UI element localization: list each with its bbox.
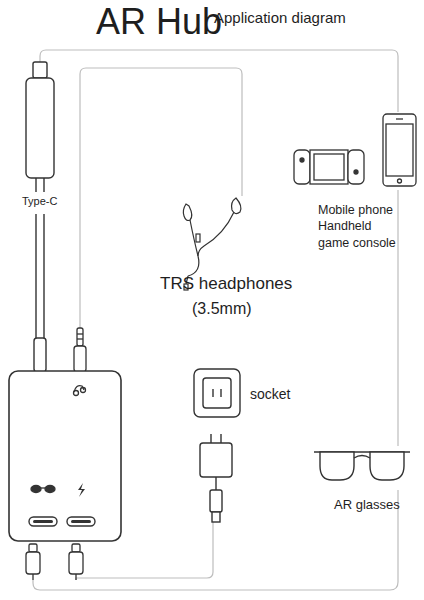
subtitle: Application diagram (214, 9, 346, 26)
wall-socket (194, 369, 240, 417)
type-c-cable (26, 62, 54, 372)
usb-c-plugs (26, 544, 83, 580)
mobile-phone (383, 114, 416, 186)
ar-glasses-icon (314, 452, 410, 480)
device-label: AR glasses (334, 498, 400, 513)
spec-label: (3.5mm) (192, 300, 252, 318)
device-label: socket (250, 386, 290, 402)
connector-label: Type-C (22, 195, 57, 208)
jack-plug (74, 328, 86, 372)
handheld-console (294, 150, 364, 184)
ar-hub (9, 371, 121, 541)
charger (200, 434, 232, 522)
device-label: Mobile phone Handheld game console (318, 202, 402, 251)
device-label: TRS headphones (160, 274, 292, 294)
title: AR Hub (96, 1, 222, 42)
